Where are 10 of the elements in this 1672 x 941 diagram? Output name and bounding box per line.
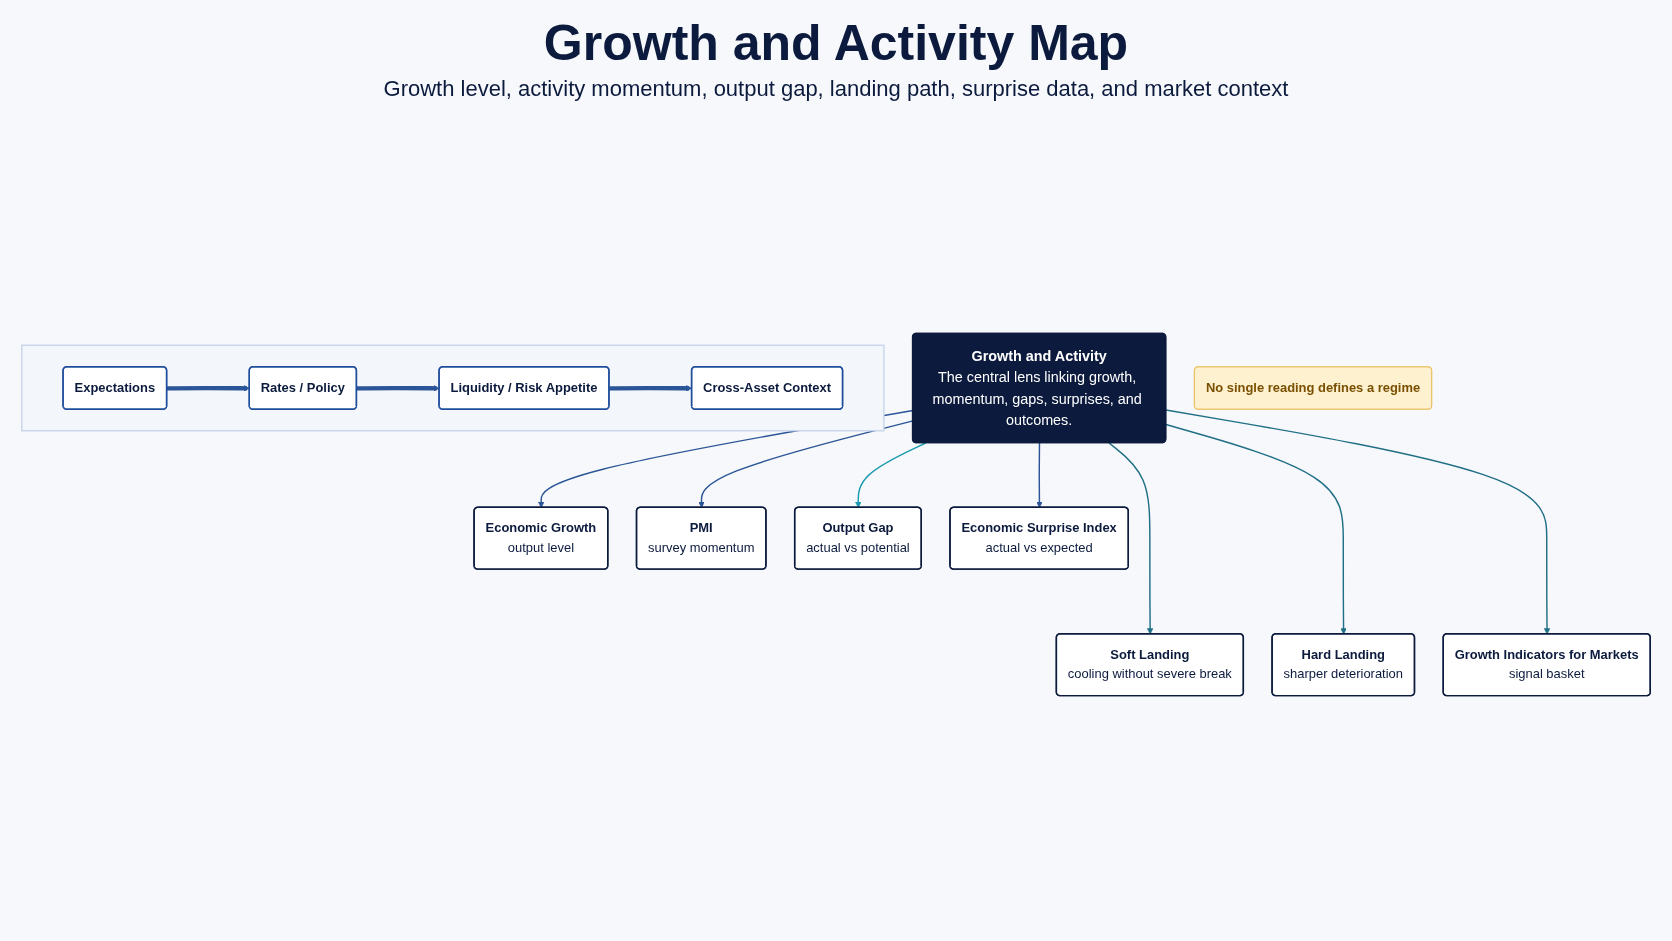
arrow: [1165, 409, 1551, 635]
cluster: [21, 344, 885, 432]
arrow: [1165, 423, 1347, 635]
arrow: [855, 442, 927, 508]
arrow: [1036, 442, 1043, 508]
subtitle-text: Growth level, activity momentum, output gap, landing path, surprise data, and market context: [383, 76, 1289, 102]
arrow: [356, 385, 440, 392]
arrow: [166, 385, 250, 392]
arrow: [1108, 442, 1154, 635]
diagram-title: Growth and Activity Map: [543, 14, 1129, 72]
